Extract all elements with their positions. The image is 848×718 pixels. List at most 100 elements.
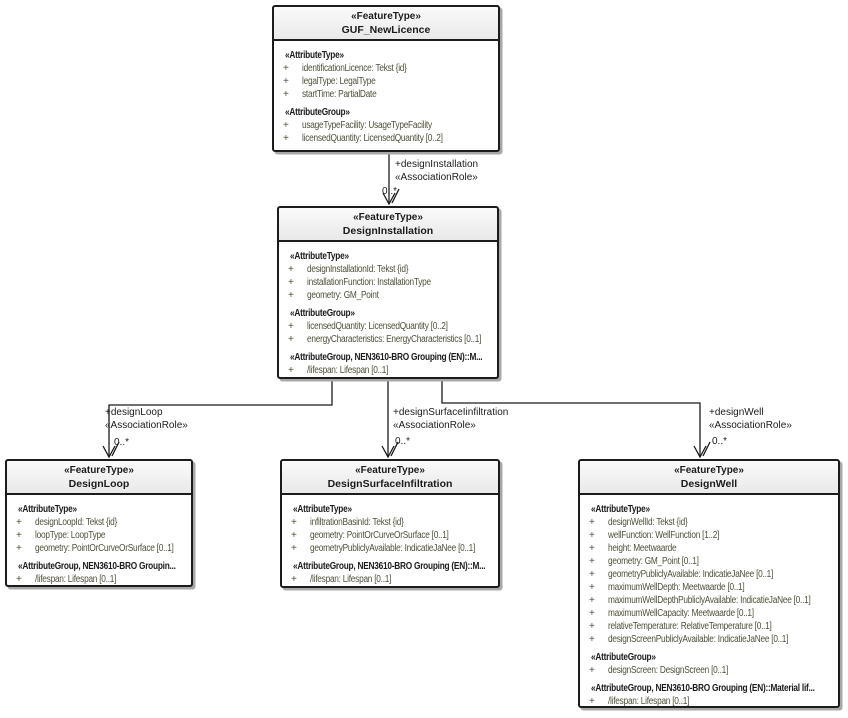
stereotype-text: «AttributeGroup» bbox=[285, 107, 350, 118]
class-header: «FeatureType» GUF_NewLicence bbox=[274, 7, 498, 41]
visibility-symbol: + bbox=[589, 634, 595, 645]
attribute-text: /lifespan: Lifespan [0..1] bbox=[307, 365, 389, 376]
stereotype-text: «AttributeType» bbox=[591, 504, 650, 515]
attribute-group-stereotype: «AttributeType» bbox=[281, 250, 495, 263]
attribute-text: designLoopId: Tekst {id} bbox=[35, 517, 118, 528]
visibility-symbol: + bbox=[16, 574, 22, 585]
stereotype-text: «AttributeType» bbox=[293, 504, 352, 515]
visibility-symbol: + bbox=[283, 63, 289, 74]
class-header: «FeatureType» DesignSurfaceInfiltration bbox=[282, 461, 498, 495]
attribute-compartment: «AttributeType»+identificationLicence: T… bbox=[274, 41, 498, 147]
attribute-text: geometry: PointOrCurveOrSurface [0..1] bbox=[35, 543, 174, 554]
role-stereotype: «AssociationRole» bbox=[709, 420, 792, 431]
visibility-symbol: + bbox=[16, 530, 22, 541]
attribute-text: usageTypeFacility: UsageTypeFacility bbox=[302, 120, 432, 131]
visibility-symbol: + bbox=[291, 543, 297, 554]
visibility-symbol: + bbox=[291, 530, 297, 541]
attribute-row: +startTime: PartialDate bbox=[276, 88, 496, 101]
class-name: DesignLoop bbox=[68, 478, 130, 490]
class-header: «FeatureType» DesignWell bbox=[580, 461, 838, 495]
visibility-symbol: + bbox=[589, 696, 595, 707]
visibility-symbol: + bbox=[283, 89, 289, 100]
attribute-text: legalType: LegalType bbox=[302, 76, 376, 87]
attribute-row: +/lifespan: Lifespan [0..1] bbox=[284, 573, 496, 586]
attribute-group-stereotype: «AttributeType» bbox=[284, 503, 496, 516]
visibility-symbol: + bbox=[589, 621, 595, 632]
class-name: GUF_NewLicence bbox=[341, 24, 431, 36]
association-designwell[interactable] bbox=[441, 379, 711, 459]
attribute-row: + maximumWellCapacity: Meetwaarde [0..1] bbox=[582, 607, 836, 620]
role-name: +designSurfaceIinfiltration bbox=[393, 407, 509, 418]
attribute-text: wellFunction: WellFunction [1..2] bbox=[608, 530, 720, 541]
visibility-symbol: + bbox=[288, 321, 294, 332]
attribute-group-stereotype: «AttributeGroup, NEN3610-BRO Grouping (E… bbox=[582, 682, 836, 695]
attribute-row: +identificationLicence: Tekst {id} bbox=[276, 62, 496, 75]
association-designloop[interactable] bbox=[102, 379, 333, 459]
attribute-row: + geometry: GM_Point [0..1] bbox=[582, 555, 836, 568]
attribute-row: +designScreen: DesignScreen [0..1] bbox=[582, 664, 836, 677]
class-designsurfaceinfiltration[interactable]: «FeatureType» DesignSurfaceInfiltration … bbox=[280, 459, 500, 588]
attribute-row: + geometry: PointOrCurveOrSurface [0..1] bbox=[9, 542, 189, 555]
attribute-group-stereotype: «AttributeType» bbox=[9, 503, 189, 516]
visibility-symbol: + bbox=[589, 569, 595, 580]
class-guf-newlicence[interactable]: «FeatureType» GUF_NewLicence «AttributeT… bbox=[272, 5, 500, 152]
visibility-symbol: + bbox=[288, 264, 294, 275]
attribute-text: maximumWellCapacity: Meetwaarde [0..1] bbox=[608, 608, 754, 619]
attribute-text: geometry: GM_Point [0..1] bbox=[608, 556, 699, 567]
role-stereotype: «AssociationRole» bbox=[105, 420, 188, 431]
visibility-symbol: + bbox=[589, 595, 595, 606]
visibility-symbol: + bbox=[288, 277, 294, 288]
attribute-text: height: Meetwaarde bbox=[608, 543, 677, 554]
multiplicity-designsurfaceinfiltration: 0..* bbox=[395, 436, 411, 447]
attribute-compartment: «AttributeType»+designInstallationId: Te… bbox=[279, 242, 497, 379]
class-designwell[interactable]: «FeatureType» DesignWell «AttributeType»… bbox=[578, 459, 840, 708]
attribute-text: relativeTemperature: RelativeTemperature… bbox=[608, 621, 772, 632]
association-label-designloop: +designLoop «AssociationRole» bbox=[105, 406, 188, 432]
attribute-group-stereotype: «AttributeGroup» bbox=[582, 651, 836, 664]
stereotype-text: «AttributeGroup» bbox=[290, 308, 355, 319]
class-designinstallation[interactable]: «FeatureType» DesignInstallation «Attrib… bbox=[277, 206, 499, 379]
stereotype-text: «AttributeGroup, NEN3610-BRO Grouping (E… bbox=[591, 683, 815, 694]
attribute-text: infiltrationBasinId: Tekst {id} bbox=[310, 517, 404, 528]
visibility-symbol: + bbox=[589, 608, 595, 619]
visibility-symbol: + bbox=[589, 556, 595, 567]
attribute-text: loopType: LoopType bbox=[35, 530, 106, 541]
stereotype-text: «AttributeType» bbox=[290, 251, 349, 262]
attribute-text: installationFunction: InstallationType bbox=[307, 277, 431, 288]
visibility-symbol: + bbox=[288, 290, 294, 301]
visibility-symbol: + bbox=[589, 665, 595, 676]
class-stereotype: «FeatureType» bbox=[674, 465, 744, 476]
visibility-symbol: + bbox=[283, 133, 289, 144]
attribute-text: geometryPubliclyAvailable: IndicatieJaNe… bbox=[310, 543, 476, 554]
visibility-symbol: + bbox=[16, 543, 22, 554]
attribute-row: +wellFunction: WellFunction [1..2] bbox=[582, 529, 836, 542]
visibility-symbol: + bbox=[16, 517, 22, 528]
attribute-row: +geometryPubliclyAvailable: IndicatieJaN… bbox=[582, 568, 836, 581]
role-name: +designInstallation bbox=[395, 159, 479, 170]
attribute-text: designScreenPubliclyAvailable: Indicatie… bbox=[608, 634, 789, 645]
attribute-group-stereotype: «AttributeGroup» bbox=[281, 307, 495, 320]
attribute-row: +licensedQuantity: LicensedQuantity [0..… bbox=[276, 132, 496, 145]
association-designinstallation[interactable] bbox=[382, 152, 400, 206]
visibility-symbol: + bbox=[283, 76, 289, 87]
association-designsurfaceinfiltration[interactable] bbox=[381, 379, 399, 459]
attribute-row: + infiltrationBasinId: Tekst {id} bbox=[284, 516, 496, 529]
attribute-row: + relativeTemperature: RelativeTemperatur… bbox=[582, 620, 836, 633]
stereotype-text: «AttributeGroup, NEN3610-BRO Grouping (E… bbox=[290, 352, 483, 363]
visibility-symbol: + bbox=[288, 334, 294, 345]
class-name: DesignInstallation bbox=[342, 225, 434, 237]
attribute-text: /lifespan: Lifespan [0..1] bbox=[608, 696, 690, 707]
attribute-compartment: «AttributeType» + infiltrationBasinId: Tek… bbox=[282, 495, 498, 588]
class-stereotype: «FeatureType» bbox=[355, 465, 425, 476]
visibility-symbol: + bbox=[291, 574, 297, 585]
class-designloop[interactable]: «FeatureType» DesignLoop «AttributeType»… bbox=[5, 459, 193, 587]
role-stereotype: «AssociationRole» bbox=[395, 172, 478, 183]
association-label-designinstallation: +designInstallation «AssociationRole» bbox=[395, 158, 478, 184]
multiplicity-designloop: 0..* bbox=[114, 437, 130, 448]
class-name: DesignWell bbox=[680, 478, 738, 490]
stereotype-text: «AttributeGroup» bbox=[591, 652, 656, 663]
attribute-text: energyCharacteristics: EnergyCharacteris… bbox=[307, 334, 482, 345]
attribute-row: +maximumWellDepth: Meetwaarde [0..1] bbox=[582, 581, 836, 594]
visibility-symbol: + bbox=[291, 517, 297, 528]
